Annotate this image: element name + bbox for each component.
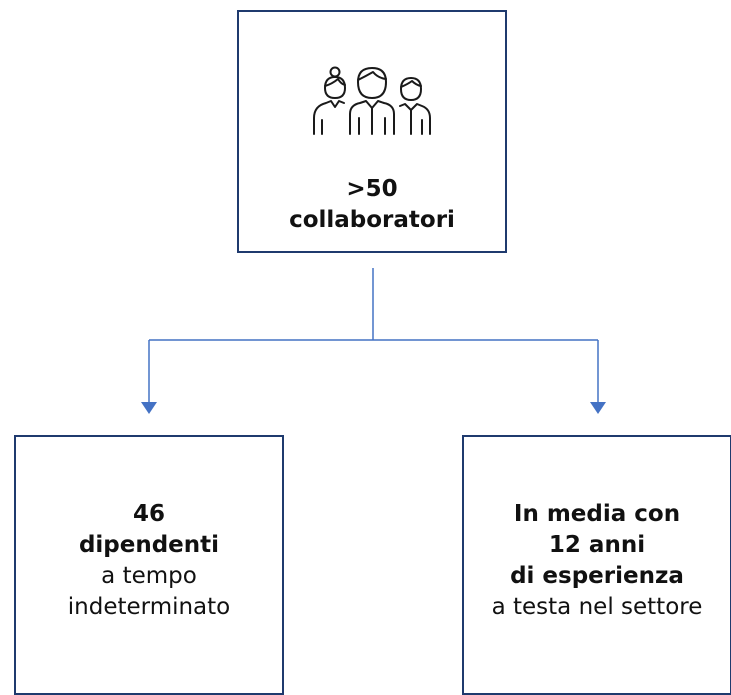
employees-desc-1: a tempo bbox=[101, 563, 197, 589]
collaborators-label: collaboratori bbox=[289, 207, 455, 233]
collaborators-box: >50 collaboratori bbox=[237, 10, 507, 253]
employees-count: 46 bbox=[132, 501, 165, 527]
experience-intro: In media con bbox=[513, 501, 681, 527]
employees-label: dipendenti bbox=[78, 532, 220, 558]
people-icon-wrap bbox=[239, 62, 505, 146]
right-arrowhead bbox=[590, 402, 606, 414]
experience-years: 12 anni bbox=[548, 532, 646, 558]
employees-desc-2: indeterminato bbox=[67, 594, 231, 620]
employees-text: 46 dipendenti a tempo indeterminato bbox=[16, 499, 282, 623]
experience-text: In media con 12 anni di esperienza a tes… bbox=[464, 499, 730, 623]
connector-lines bbox=[148, 268, 599, 402]
people-group-icon bbox=[313, 66, 431, 135]
left-arrowhead bbox=[141, 402, 157, 414]
collaborators-text: >50 collaboratori bbox=[239, 174, 505, 236]
employees-box: 46 dipendenti a tempo indeterminato bbox=[14, 435, 284, 695]
collaborators-count: >50 bbox=[346, 176, 398, 202]
experience-label: di esperienza bbox=[510, 563, 684, 589]
org-connectors bbox=[141, 268, 606, 414]
experience-box: In media con 12 anni di esperienza a tes… bbox=[462, 435, 731, 695]
experience-desc: a testa nel settore bbox=[491, 594, 703, 620]
